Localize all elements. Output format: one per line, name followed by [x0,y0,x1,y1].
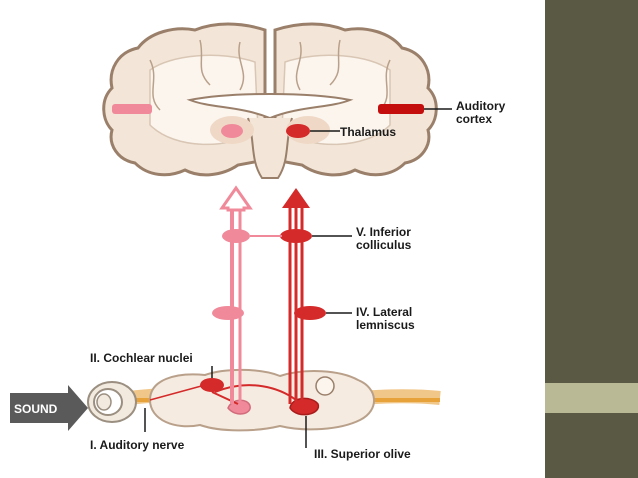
auditory-cortex-label-line2: cortex [456,112,492,126]
superior-olive-marker [289,397,320,416]
right-thalamus-marker [286,124,310,138]
lateral-lemniscus-label-line2: lemniscus [356,318,415,332]
brain-coronal-section-icon [102,22,438,179]
brainstem-section-icon [109,368,441,432]
superior-olive-label: III. Superior olive [314,447,411,461]
thalamus-label: Thalamus [340,125,396,139]
lateral-lemniscus-label-line1: IV. Lateral [356,305,412,319]
auditory-nerve-label: I. Auditory nerve [90,438,185,452]
right-lateral-lemniscus-marker [294,306,326,320]
left-thalamus-marker [221,124,243,138]
cochlear-nuclei-marker [200,378,224,392]
cochlear-nuclei-label: II. Cochlear nuclei [90,351,193,365]
inferior-colliculus-label-line2: colliculus [356,238,412,252]
side-panel-accent [545,383,638,413]
left-lateral-lemniscus-marker [212,306,244,320]
right-inferior-colliculus-marker [280,229,312,243]
left-auditory-cortex-marker [112,104,152,114]
left-inferior-colliculus-marker [222,229,250,243]
cochlea-spiral-icon [87,381,137,423]
sound-label: SOUND [14,402,58,416]
auditory-cortex-label-line1: Auditory [456,99,506,113]
auditory-pathway-diagram: SOUND Aud [10,22,506,461]
left-pathway [212,185,253,404]
right-auditory-cortex-marker [378,104,424,114]
arrow-right-icon [10,385,88,431]
leader-lines [144,108,452,448]
inferior-colliculus-label-line1: V. Inferior [356,225,411,239]
right-pathway [250,188,326,404]
